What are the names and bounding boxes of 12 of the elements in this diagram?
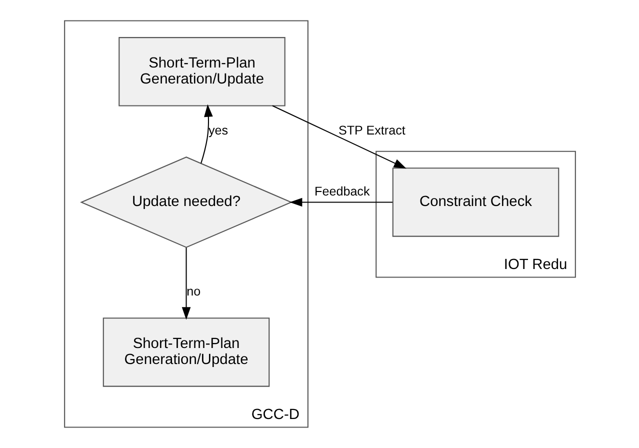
arrow xyxy=(181,248,190,320)
arrow xyxy=(272,105,406,169)
node-box: Constraint Check xyxy=(392,168,559,237)
edge-label: yes xyxy=(208,124,228,138)
edge-label: no xyxy=(186,284,200,299)
node-box: Short-Term-Plan Generation/Update xyxy=(118,37,285,106)
edge-label: Feedback xyxy=(314,184,370,199)
node-diamond: Update needed? xyxy=(80,156,292,248)
arrow xyxy=(289,198,392,207)
edge-label: STP Extract xyxy=(338,124,405,138)
node-box: Short-Term-Plan Generation/Update xyxy=(102,318,270,387)
arrow xyxy=(200,104,212,164)
